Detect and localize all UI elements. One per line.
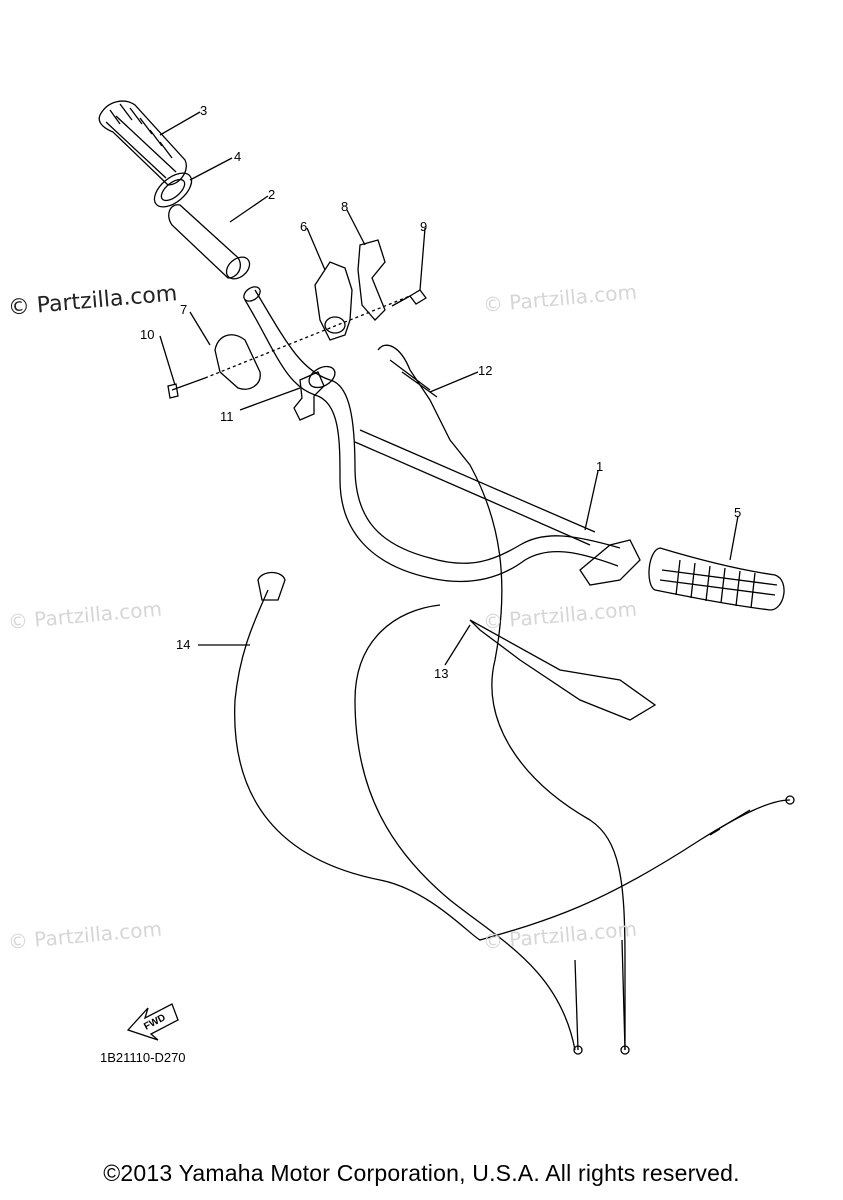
ring-4: [153, 172, 193, 208]
copyright-notice: ©2013 Yamaha Motor Corporation, U.S.A. A…: [103, 1160, 740, 1186]
housing-6: [314, 261, 353, 341]
callout-13: 13: [434, 666, 449, 681]
clamp-11: [293, 371, 325, 421]
callout-3: 3: [200, 103, 208, 118]
left-grip-3: [98, 100, 187, 186]
throttle-tube-2: [168, 204, 241, 279]
callout-4: 4: [234, 149, 242, 164]
crossbar: [359, 429, 596, 533]
callout-10: 10: [140, 327, 155, 342]
diagram-code: 1B21110-D270: [100, 1050, 186, 1065]
handlebar: [254, 289, 621, 564]
fwd-arrow: [126, 1003, 179, 1041]
callout-6: 6: [300, 219, 308, 234]
cover-8: [357, 239, 386, 321]
callout-2: 2: [268, 187, 276, 202]
housing-7: [214, 334, 261, 390]
choke-cable-14: [234, 589, 791, 941]
callout-14: 14: [176, 637, 191, 652]
lever-perch: [579, 539, 641, 586]
callout-1: 1: [596, 459, 604, 474]
screw-10: [167, 377, 206, 399]
callout-8: 8: [341, 199, 349, 214]
clutch-cable-13: [354, 604, 576, 1051]
callout-11: 11: [220, 409, 234, 424]
callout-12: 12: [478, 363, 493, 378]
callout-9: 9: [420, 219, 428, 234]
screw-9: [391, 289, 427, 307]
right-grip-5: [648, 547, 785, 611]
callout-5: 5: [734, 505, 742, 520]
callout-7: 7: [180, 302, 188, 317]
